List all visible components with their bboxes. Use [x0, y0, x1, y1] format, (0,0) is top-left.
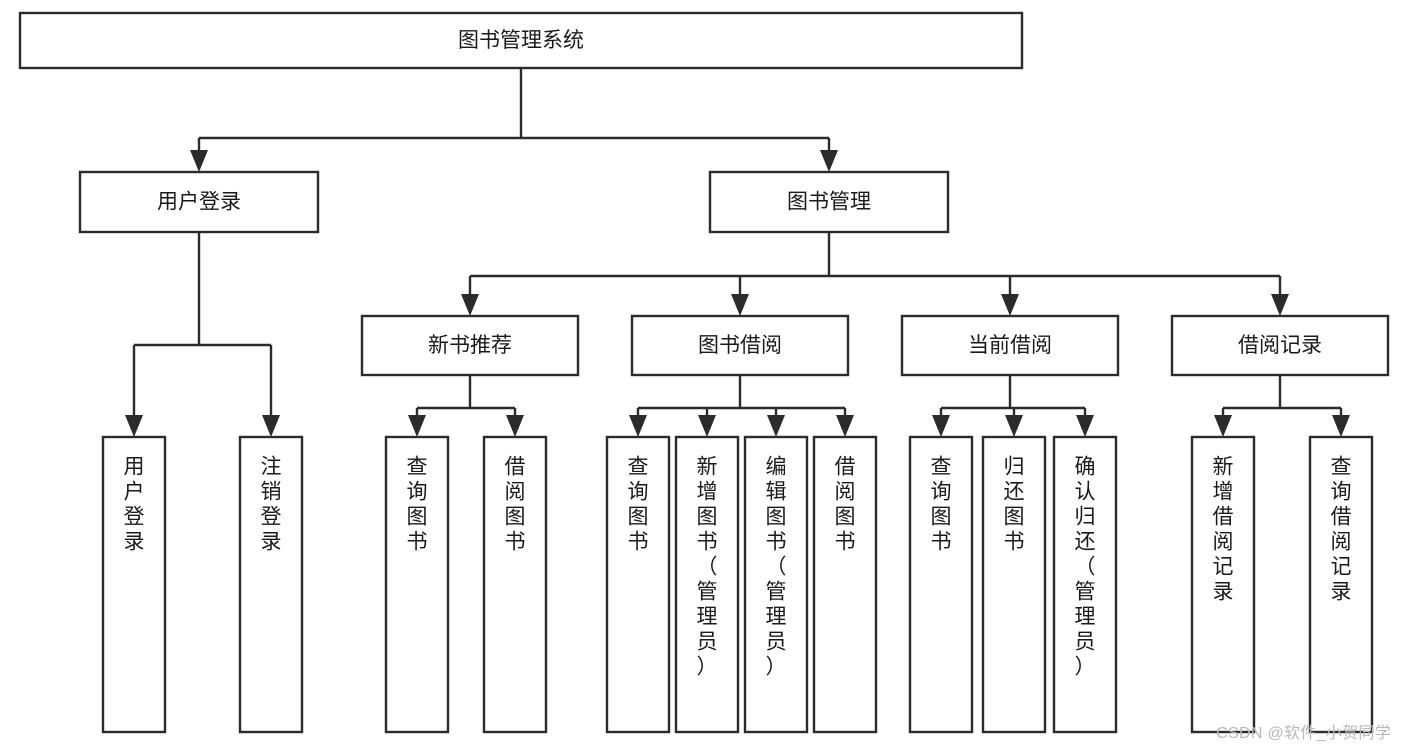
leaf-label: 借阅图书 — [505, 456, 526, 554]
arrow-head-icon — [820, 150, 838, 172]
leaf-box[interactable] — [812, 435, 878, 734]
leaf-node[interactable]: 归还图书 — [981, 435, 1047, 734]
arrow-head-icon — [629, 415, 647, 437]
leaf-label: 查询图书 — [407, 456, 428, 554]
arrow-head-icon — [932, 415, 950, 437]
connector-newbooks-to-leaves — [408, 375, 524, 437]
level2-label: 新书推荐 — [428, 334, 512, 357]
leaf-node[interactable]: 查询图书 — [605, 435, 671, 734]
leaf-box[interactable] — [1052, 435, 1118, 734]
leaf-label: 注销登录 — [261, 456, 282, 554]
leaf-label: 新增借阅记录 — [1213, 456, 1234, 604]
arrow-head-icon — [767, 415, 785, 437]
level1-node[interactable]: 用户登录 — [78, 170, 320, 234]
level2-node[interactable]: 新书推荐 — [360, 314, 580, 377]
connectors-layer — [125, 68, 1350, 437]
leaf-box[interactable] — [605, 435, 671, 734]
leaf-label: 新增图书（管理员） — [697, 456, 718, 679]
leaf-box[interactable] — [384, 435, 450, 734]
arrow-head-icon — [190, 150, 208, 172]
leaf-label: 编辑图书（管理员） — [766, 456, 787, 679]
level2-box[interactable] — [900, 314, 1120, 377]
leaf-node[interactable]: 查询图书 — [384, 435, 450, 734]
level1-label: 用户登录 — [157, 191, 241, 214]
arrow-head-icon — [1005, 415, 1023, 437]
arrow-head-icon — [1001, 294, 1019, 316]
arrow-head-icon — [731, 294, 749, 316]
connector-root-to-level1 — [190, 68, 838, 172]
arrow-head-icon — [1271, 294, 1289, 316]
level1-node[interactable]: 图书管理 — [708, 170, 950, 234]
leaf-node[interactable]: 新增图书（管理员） — [674, 435, 740, 734]
level2-node[interactable]: 借阅记录 — [1170, 314, 1390, 377]
leaf-box[interactable] — [101, 435, 167, 734]
leaf-box[interactable] — [1190, 435, 1256, 734]
leaf-box[interactable] — [238, 435, 304, 734]
arrow-head-icon — [836, 415, 854, 437]
leaf-node[interactable]: 用户登录 — [101, 435, 167, 734]
leaf-label: 查询图书 — [931, 456, 952, 554]
arrow-head-icon — [698, 415, 716, 437]
level2-node[interactable]: 当前借阅 — [900, 314, 1120, 377]
arrow-head-icon — [408, 415, 426, 437]
leaf-node[interactable]: 借阅图书 — [482, 435, 548, 734]
leaf-node[interactable]: 查询借阅记录 — [1308, 435, 1374, 734]
connector-current-to-leaves — [932, 375, 1094, 437]
leaf-box[interactable] — [743, 435, 809, 734]
level2-box[interactable] — [630, 314, 850, 377]
leaf-label: 确认归还（管理员） — [1075, 456, 1096, 679]
connector-borrow-to-leaves — [629, 375, 854, 437]
leaf-label: 借阅图书 — [835, 456, 856, 554]
level1-box[interactable] — [78, 170, 320, 234]
level2-label: 当前借阅 — [968, 334, 1052, 357]
level2-label: 图书借阅 — [698, 334, 782, 357]
leaf-box[interactable] — [1308, 435, 1374, 734]
leaf-node[interactable]: 确认归还（管理员） — [1052, 435, 1118, 734]
leaf-box[interactable] — [674, 435, 740, 734]
leaf-node[interactable]: 注销登录 — [238, 435, 304, 734]
arrow-head-icon — [1076, 415, 1094, 437]
level2-box[interactable] — [1170, 314, 1390, 377]
level2-label: 借阅记录 — [1238, 334, 1322, 357]
arrow-head-icon — [125, 415, 143, 437]
level2-box[interactable] — [360, 314, 580, 377]
leaf-label: 查询图书 — [628, 456, 649, 554]
csdn-watermark: CSDN @软件_小贺同学 — [1216, 725, 1391, 742]
level1-box[interactable] — [708, 170, 950, 234]
leaf-node[interactable]: 新增借阅记录 — [1190, 435, 1256, 734]
leaf-node[interactable]: 借阅图书 — [812, 435, 878, 734]
leaf-box[interactable] — [482, 435, 548, 734]
root-box[interactable] — [18, 11, 1024, 70]
arrow-head-icon — [1332, 415, 1350, 437]
root-node[interactable]: 图书管理系统 — [18, 11, 1024, 70]
leaf-label: 归还图书 — [1004, 456, 1025, 554]
leaf-node[interactable]: 编辑图书（管理员） — [743, 435, 809, 734]
level1-label: 图书管理 — [787, 191, 871, 214]
arrow-head-icon — [262, 415, 280, 437]
leaf-box[interactable] — [981, 435, 1047, 734]
root-label: 图书管理系统 — [458, 29, 584, 52]
leaf-box[interactable] — [908, 435, 974, 734]
boxes-layer: 图书管理系统用户登录图书管理新书推荐图书借阅当前借阅借阅记录用户登录注销登录查询… — [18, 11, 1390, 734]
level2-node[interactable]: 图书借阅 — [630, 314, 850, 377]
connector-books-to-level2 — [461, 232, 1289, 316]
leaf-label: 查询借阅记录 — [1331, 456, 1352, 604]
arrow-head-icon — [461, 294, 479, 316]
arrow-head-icon — [506, 415, 524, 437]
leaf-node[interactable]: 查询图书 — [908, 435, 974, 734]
arrow-head-icon — [1214, 415, 1232, 437]
connector-records-to-leaves — [1214, 375, 1350, 437]
connector-login-to-leaves — [125, 232, 280, 437]
leaf-label: 用户登录 — [124, 456, 145, 554]
